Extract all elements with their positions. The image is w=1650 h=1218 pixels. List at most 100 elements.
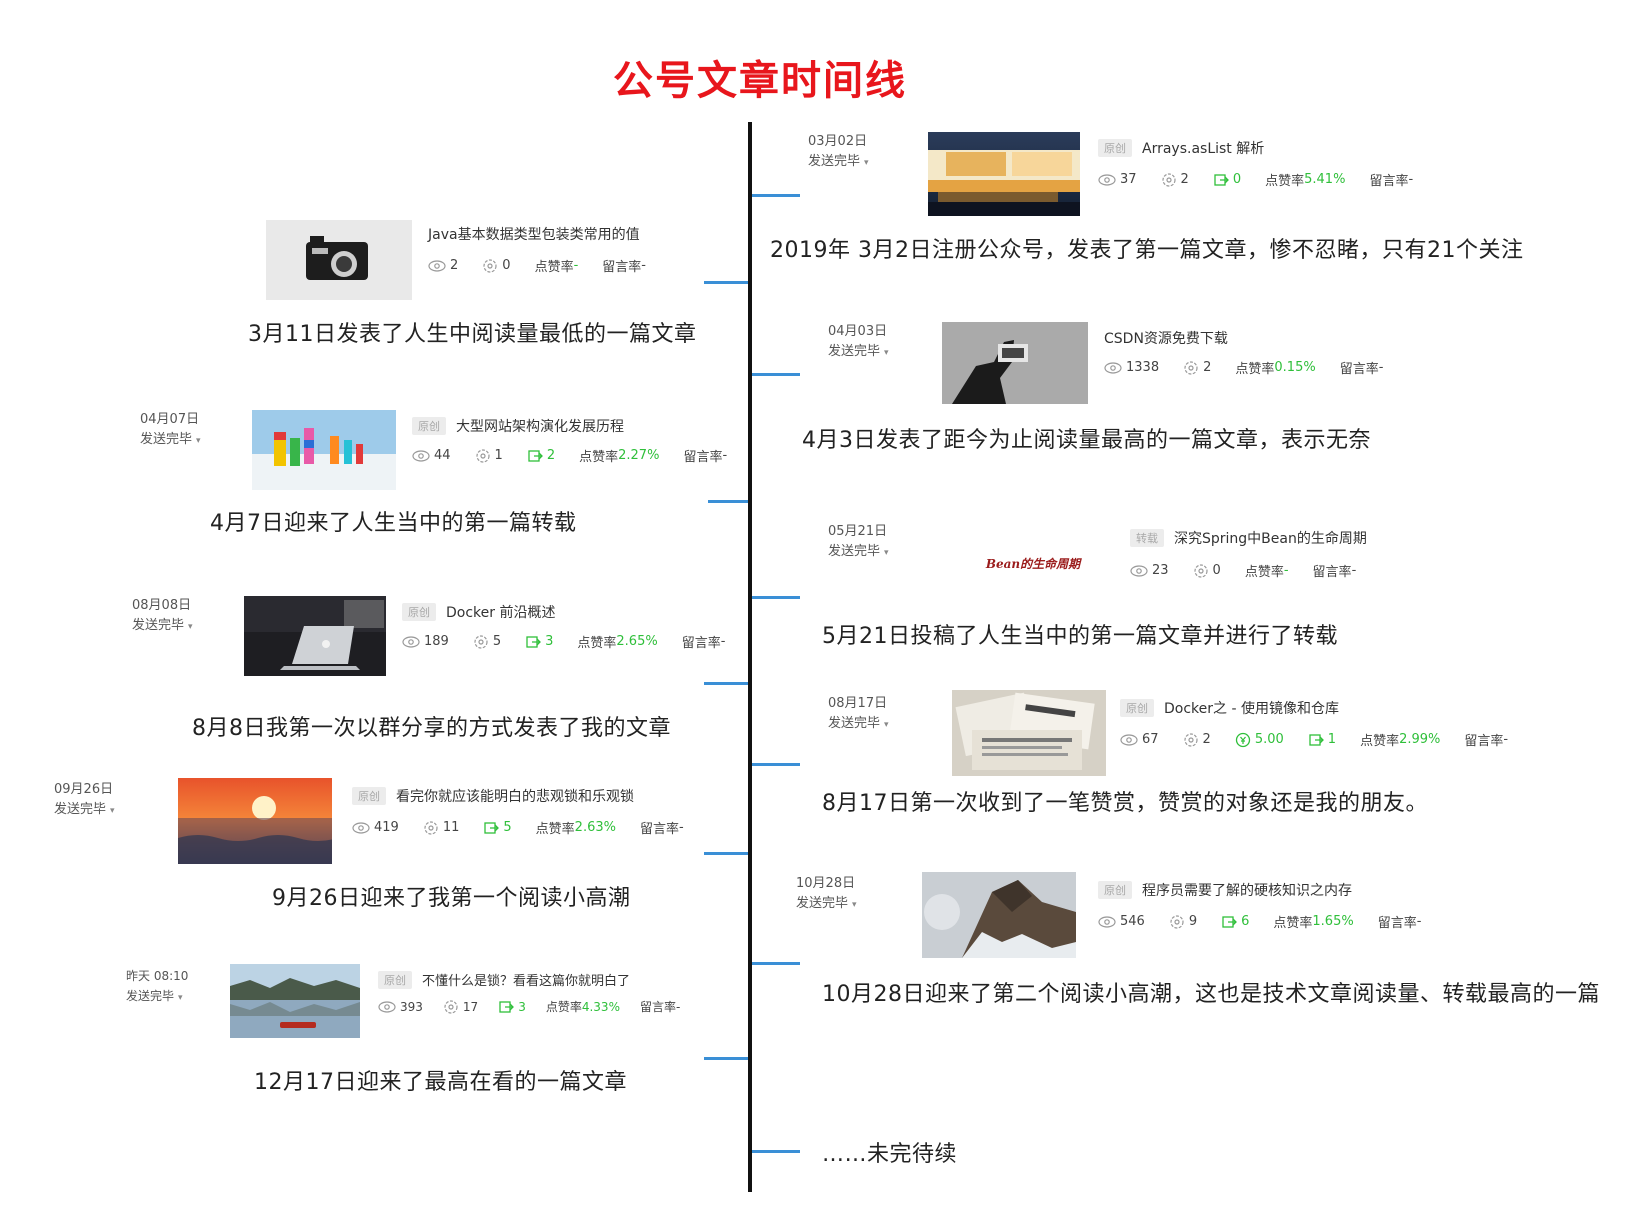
like-rate-value: 0.15% [1274, 360, 1316, 375]
forward-count: 2 [546, 448, 556, 463]
original-badge: 原创 [1098, 139, 1132, 157]
page-title: 公号文章时间线 [613, 58, 907, 104]
post-date: 08月08日 [132, 598, 192, 613]
article-title[interactable]: 深究Spring中Bean的生命周期 [1174, 531, 1367, 547]
chevron-down-icon[interactable]: ▾ [188, 622, 193, 632]
article-title[interactable]: Java基本数据类型包装类常用的值 [428, 227, 640, 243]
article-thumbnail[interactable]: Bean的生命周期 [960, 522, 1106, 604]
eye-icon [1130, 564, 1148, 577]
view-count: 2 [450, 258, 459, 273]
article-thumbnail[interactable] [928, 132, 1080, 216]
like-rate-value: 2.63% [574, 820, 616, 835]
reward-amount: 5.00 [1254, 732, 1284, 747]
article-title[interactable]: 不懂什么是锁？看看这篇你就明白了 [422, 974, 631, 989]
post-date: 10月28日 [796, 876, 856, 891]
view-count: 419 [374, 820, 399, 835]
like-rate-label: 点赞率 [1244, 565, 1284, 580]
post-date: 09月26日 [54, 782, 114, 797]
timeline-tick [708, 500, 748, 503]
chevron-down-icon[interactable]: ▾ [852, 900, 857, 910]
forward-icon [528, 449, 543, 462]
comment-rate-label: 留言率 [1377, 916, 1417, 931]
share-count: 17 [462, 999, 479, 1014]
comment-rate-value: - [1408, 172, 1414, 187]
original-badge: 原创 [412, 417, 446, 435]
comment-rate-label: 留言率 [1339, 362, 1379, 377]
like-rate-value: - [573, 258, 579, 273]
forward-icon [1214, 173, 1229, 186]
article-title[interactable]: CSDN资源免费下载 [1104, 331, 1228, 347]
timeline-note: 4月3日发表了距今为止阅读量最高的一篇文章，表示无奈 [802, 428, 1371, 453]
date-block: 09月26日 发送完毕▾ [54, 780, 115, 821]
view-count: 44 [434, 448, 451, 463]
eye-icon [1104, 361, 1122, 374]
send-status: 发送完毕 [808, 154, 861, 169]
chevron-down-icon[interactable]: ▾ [178, 993, 183, 1003]
eye-icon [428, 259, 446, 272]
like-rate-value: 2.27% [618, 448, 660, 463]
eye-icon [378, 1000, 396, 1013]
repost-badge: 转载 [1130, 529, 1164, 547]
like-rate-label: 点赞率 [1360, 734, 1400, 749]
article-title[interactable]: Arrays.asList 解析 [1142, 141, 1265, 157]
post-date: 08月17日 [828, 696, 888, 711]
article-thumbnail[interactable] [266, 220, 412, 300]
article-thumbnail[interactable] [942, 322, 1088, 404]
eye-icon [352, 821, 370, 834]
share-icon [474, 634, 488, 649]
view-count: 1338 [1126, 360, 1160, 375]
comment-rate-value: - [1416, 914, 1422, 929]
chevron-down-icon[interactable]: ▾ [864, 158, 869, 168]
article-thumbnail[interactable] [178, 778, 332, 864]
post-date: 03月02日 [808, 134, 868, 149]
share-icon [1183, 732, 1198, 747]
like-rate-label: 点赞率 [534, 260, 574, 275]
share-icon [1161, 172, 1176, 187]
eye-icon [1098, 915, 1116, 928]
like-rate-label: 点赞率 [1273, 916, 1313, 931]
article-title[interactable]: 大型网站架构演化发展历程 [456, 419, 624, 435]
timeline-tick [752, 194, 800, 197]
date-block: 04月07日 发送完毕▾ [140, 410, 201, 451]
send-status: 发送完毕 [828, 544, 881, 559]
article-thumbnail[interactable] [252, 410, 396, 490]
chevron-down-icon[interactable]: ▾ [196, 436, 201, 446]
timeline-tick [752, 962, 800, 965]
comment-rate-label: 留言率 [639, 1000, 676, 1014]
timeline-note: 5月21日投稿了人生当中的第一篇文章并进行了转载 [822, 624, 1338, 649]
like-rate-label: 点赞率 [535, 822, 575, 837]
post-date: 05月21日 [828, 524, 888, 539]
share-icon [1184, 360, 1198, 375]
article-thumbnail[interactable] [244, 596, 386, 676]
article-thumbnail[interactable] [922, 872, 1076, 958]
share-count: 0 [502, 258, 511, 273]
timeline-tick [752, 763, 800, 766]
chevron-down-icon[interactable]: ▾ [884, 348, 889, 358]
original-badge: 原创 [402, 603, 436, 621]
chevron-down-icon[interactable]: ▾ [110, 806, 115, 816]
chevron-down-icon[interactable]: ▾ [884, 548, 889, 558]
article-title[interactable]: Docker 前沿概述 [446, 605, 556, 621]
view-count: 67 [1142, 732, 1159, 747]
chevron-down-icon[interactable]: ▾ [884, 720, 889, 730]
share-icon [444, 999, 458, 1014]
article-title[interactable]: 看完你就应该能明白的悲观锁和乐观锁 [396, 789, 634, 805]
send-status: 发送完毕 [828, 716, 881, 731]
eye-icon [412, 449, 430, 462]
send-status: 发送完毕 [140, 432, 193, 447]
eye-icon [1120, 733, 1138, 746]
like-rate-value: 2.65% [616, 634, 658, 649]
article-thumbnail[interactable] [952, 690, 1106, 776]
like-rate-value: 1.65% [1312, 914, 1354, 929]
post-date: 04月03日 [828, 324, 888, 339]
view-count: 393 [400, 999, 423, 1014]
article-title[interactable]: Docker之 - 使用镜像和仓库 [1164, 701, 1339, 717]
article-thumbnail[interactable] [230, 964, 360, 1038]
timeline-note: 10月28日迎来了第二个阅读小高潮，这也是技术文章阅读量、转载最高的一篇 [822, 982, 1600, 1007]
reward-icon [1235, 732, 1250, 747]
timeline-tick [704, 852, 748, 855]
article-title[interactable]: 程序员需要了解的硬核知识之内存 [1142, 883, 1352, 899]
comment-rate-value: - [1351, 563, 1357, 578]
share-count: 1 [494, 448, 503, 463]
like-rate-value: 2.99% [1399, 732, 1441, 747]
